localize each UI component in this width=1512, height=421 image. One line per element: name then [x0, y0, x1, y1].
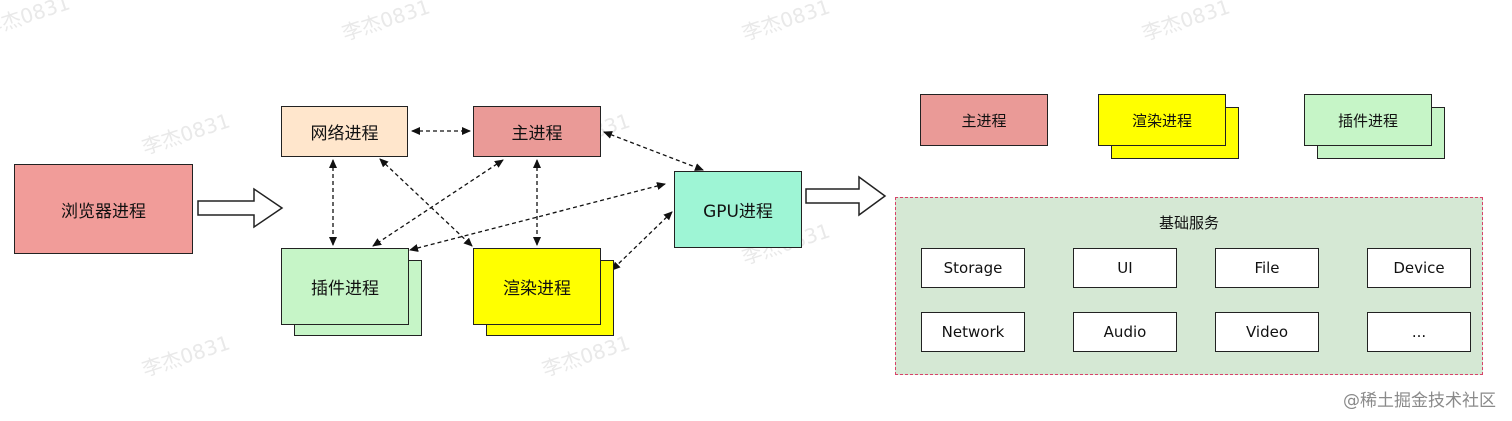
- link-gpu-plugin: [409, 182, 666, 252]
- service-file: File: [1215, 248, 1319, 288]
- main-process-box: 主进程: [473, 106, 601, 157]
- flow-arrow-right: [805, 175, 887, 217]
- link-main-plugin: [372, 159, 504, 247]
- network-process-box: 网络进程: [281, 106, 408, 157]
- render-process-box: 渲染进程: [473, 248, 601, 325]
- service-storage: Storage: [921, 248, 1025, 288]
- service-ui: UI: [1073, 248, 1177, 288]
- browser-process-box: 浏览器进程: [14, 164, 193, 254]
- service-device: Device: [1367, 248, 1471, 288]
- link-network-render: [379, 158, 473, 247]
- legend-render-process: 渲染进程: [1098, 94, 1226, 146]
- plugin-process-box: 插件进程: [281, 248, 409, 325]
- gpu-process-box: GPU进程: [674, 171, 802, 248]
- link-gpu-render: [611, 211, 673, 271]
- basic-services-panel: 基础服务 Storage UI File Device Network Audi…: [895, 197, 1483, 375]
- service-audio: Audio: [1073, 312, 1177, 352]
- service-video: Video: [1215, 312, 1319, 352]
- service-more: ...: [1367, 312, 1471, 352]
- flow-arrow-left: [197, 187, 284, 229]
- source-credit: @稀土掘金技术社区: [1343, 391, 1496, 411]
- legend-main-process: 主进程: [920, 94, 1048, 146]
- link-main-gpu: [603, 131, 704, 171]
- service-network: Network: [921, 312, 1025, 352]
- basic-services-title: 基础服务: [1158, 214, 1219, 232]
- legend-plugin-process: 插件进程: [1304, 94, 1432, 146]
